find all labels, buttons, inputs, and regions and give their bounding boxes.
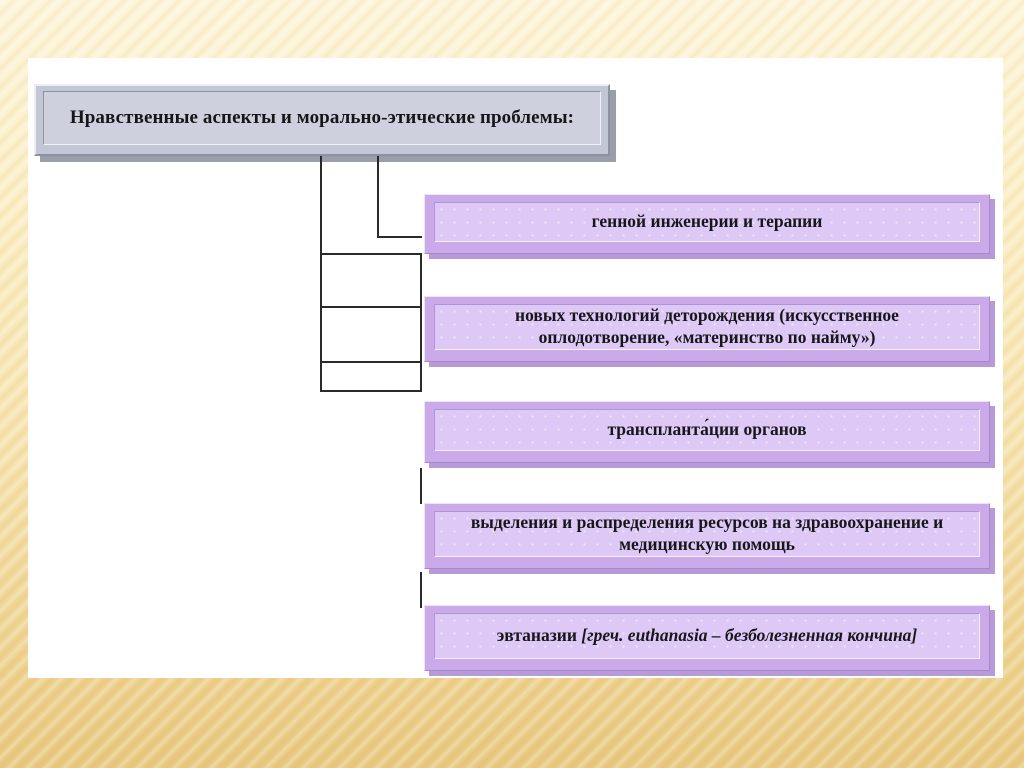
- connector-branch-1: [377, 236, 422, 238]
- connector-branch-3: [320, 306, 422, 308]
- item-box-4: выделения и распределения ресурсов на зд…: [424, 503, 995, 574]
- title-text: Нравственные аспекты и морально-этически…: [69, 107, 575, 129]
- item-text-4: выделения и распределения ресурсов на зд…: [470, 512, 944, 554]
- item-box-5: эвтаназии [греч. euthanasia – безболезне…: [424, 605, 995, 676]
- connector-branch-5: [320, 390, 422, 392]
- item-text-5-italic: [греч. euthanasia – безболезненная кончи…: [581, 625, 918, 646]
- item-box-3-inner: транспланта́ции органов: [434, 409, 980, 451]
- connector-trunk-left: [320, 156, 322, 392]
- connector-riser-5: [420, 468, 422, 504]
- connector-riser-3: [420, 306, 422, 362]
- item-box-1: генной инженерии и терапии: [424, 194, 995, 259]
- item-text-5: эвтаназии [греч. euthanasia – безболезне…: [483, 625, 932, 647]
- title-box: Нравственные аспекты и морально-этически…: [34, 84, 616, 162]
- connector-riser-4: [420, 361, 422, 392]
- item-text-5-plain: эвтаназии: [496, 625, 582, 646]
- item-box-2: новых технологий деторождения (искусстве…: [424, 296, 995, 367]
- connector-riser-6: [420, 572, 422, 608]
- item-box-1-inner: генной инженерии и терапии: [434, 202, 980, 242]
- item-text-1: генной инженерии и терапии: [591, 211, 823, 232]
- item-box-2-inner: новых технологий деторождения (искусстве…: [434, 304, 980, 350]
- connector-trunk-inner: [377, 156, 379, 238]
- connector-branch-4: [320, 361, 422, 363]
- item-box-5-inner: эвтаназии [греч. euthanasia – безболезне…: [434, 613, 980, 659]
- title-box-inner: Нравственные аспекты и морально-этически…: [43, 91, 601, 145]
- item-box-4-inner: выделения и распределения ресурсов на зд…: [434, 511, 980, 557]
- item-box-3: транспланта́ции органов: [424, 401, 995, 468]
- item-text-2: новых технологий деторождения (искусстве…: [515, 305, 899, 347]
- item-text-3: транспланта́ции органов: [607, 419, 807, 440]
- connector-riser-2: [420, 253, 422, 307]
- connector-branch-2: [320, 253, 422, 255]
